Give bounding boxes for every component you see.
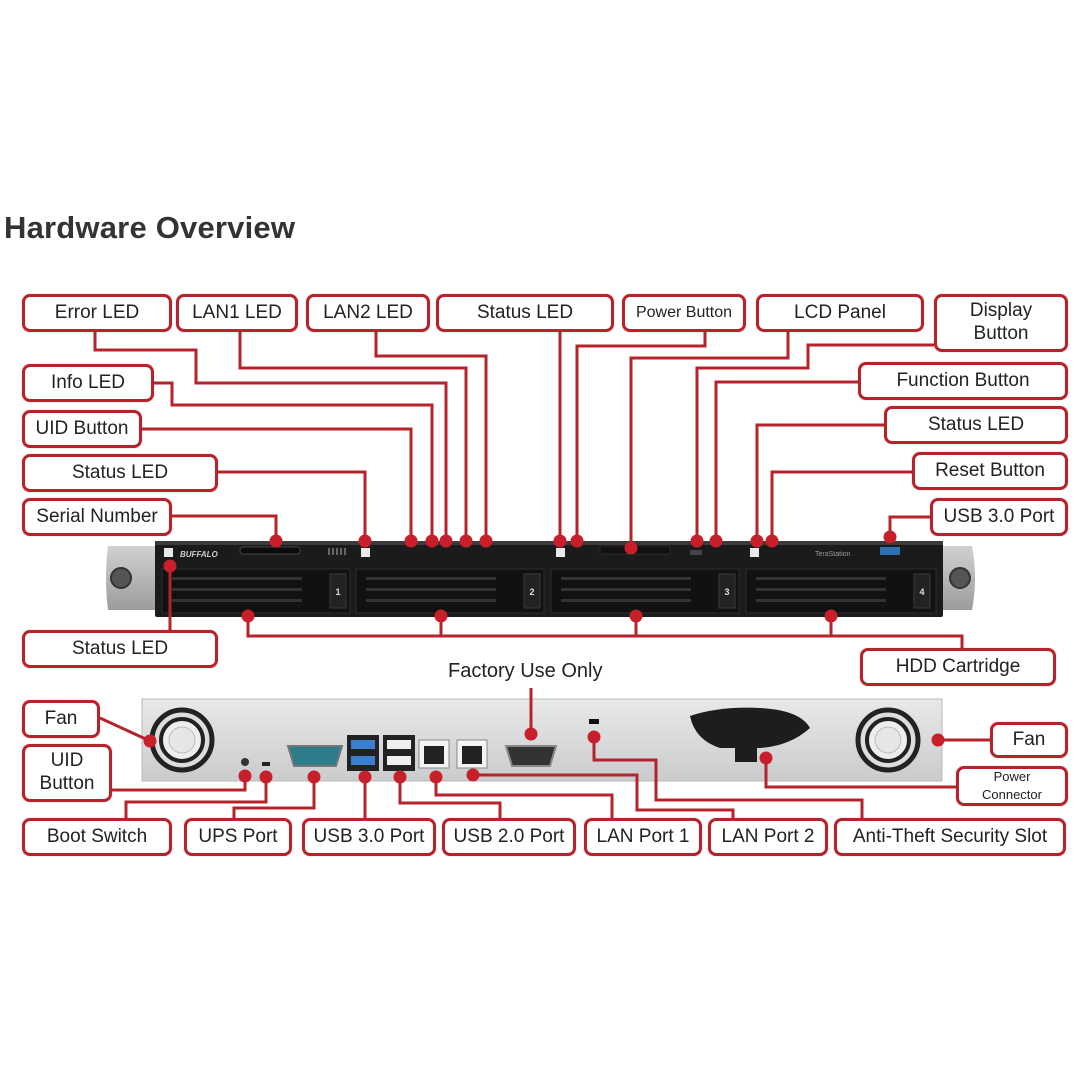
page-title: Hardware Overview xyxy=(4,210,296,245)
callout-dot xyxy=(241,609,255,623)
label-power-button: Power Button xyxy=(622,294,746,332)
callout-dot xyxy=(269,534,283,548)
label-display-button: Display Button xyxy=(934,294,1068,352)
brand-logo: BUFFALO xyxy=(180,550,219,559)
label-status-led-left: Status LED xyxy=(22,454,218,492)
label-status-led-top: Status LED xyxy=(436,294,614,332)
rear-panel xyxy=(141,698,943,782)
callout-dot xyxy=(459,534,473,548)
bay-number: 2 xyxy=(529,587,534,597)
label-lan1-led: LAN1 LED xyxy=(176,294,298,332)
label-lan-port-1: LAN Port 1 xyxy=(584,818,702,856)
connector-power-connector xyxy=(764,758,956,789)
model-name: TeraStation xyxy=(815,551,851,558)
label-anti-theft-slot: Anti-Theft Security Slot xyxy=(834,818,1066,856)
callout-dot xyxy=(358,770,372,784)
connector-display-button xyxy=(695,343,934,541)
connector-lan2-led xyxy=(374,332,488,541)
callout-dot xyxy=(824,609,838,623)
label-status-led-right: Status LED xyxy=(884,406,1068,444)
hdd-bays: 1 2 3 4 xyxy=(161,568,937,614)
label-fan-right: Fan xyxy=(990,722,1068,758)
connector-uid-button-front xyxy=(142,427,413,541)
callout-dot xyxy=(524,727,538,741)
connector-serial-number xyxy=(172,514,278,541)
callout-dot xyxy=(429,770,443,784)
callout-dot xyxy=(931,733,945,747)
callout-dot xyxy=(709,534,723,548)
connector-status-led-right xyxy=(755,423,884,541)
callout-dot xyxy=(425,534,439,548)
callout-dot xyxy=(238,769,252,783)
callout-dot xyxy=(629,609,643,623)
callout-connectors xyxy=(93,332,990,818)
connector-ups-port xyxy=(232,777,316,818)
callout-dot xyxy=(434,609,448,623)
label-lan-port-2: LAN Port 2 xyxy=(708,818,828,856)
label-status-led-bottom: Status LED xyxy=(22,630,218,668)
callout-dot xyxy=(358,534,372,548)
connector-power-button xyxy=(575,332,707,541)
callout-dot xyxy=(143,734,157,748)
factory-use-label: Factory Use Only xyxy=(448,660,603,682)
bay-number: 3 xyxy=(724,587,729,597)
label-uid-button-front: UID Button xyxy=(22,410,142,448)
callout-dot xyxy=(690,534,704,548)
connector-info-led xyxy=(154,381,434,541)
connector-anti-theft-slot xyxy=(592,737,864,818)
callout-dot xyxy=(883,530,897,544)
label-hdd-cartridge: HDD Cartridge xyxy=(860,648,1056,686)
callout-dot xyxy=(587,730,601,744)
label-fan-left: Fan xyxy=(22,700,100,738)
connector-function-button xyxy=(714,380,858,541)
callout-dot xyxy=(466,768,480,782)
label-error-led: Error LED xyxy=(22,294,172,332)
label-serial-number: Serial Number xyxy=(22,498,172,536)
bay-number: 1 xyxy=(335,587,340,597)
label-uid-button-rear: UID Button xyxy=(22,744,112,802)
connector-lan-port-2 xyxy=(473,773,735,818)
label-lan2-led: LAN2 LED xyxy=(306,294,430,332)
connector-lcd-panel xyxy=(629,332,790,548)
callout-dots xyxy=(143,530,945,784)
connector-usb20-rear xyxy=(398,777,502,818)
connector-hdd-cartridge xyxy=(246,616,964,648)
callout-dot xyxy=(439,534,453,548)
front-panel: BUFFALO TeraStation 1 2 3 xyxy=(106,541,975,617)
label-boot-switch: Boot Switch xyxy=(22,818,172,856)
connector-usb30-front xyxy=(888,515,930,537)
label-reset-button: Reset Button xyxy=(912,452,1068,490)
connector-error-led xyxy=(93,332,448,541)
label-usb30-front: USB 3.0 Port xyxy=(930,498,1068,536)
callout-dot xyxy=(624,541,638,555)
label-lcd-panel: LCD Panel xyxy=(756,294,924,332)
callout-dot xyxy=(750,534,764,548)
callout-dot xyxy=(404,534,418,548)
callout-dot xyxy=(307,770,321,784)
callout-dot xyxy=(163,559,177,573)
label-ups-port: UPS Port xyxy=(184,818,292,856)
callout-dot xyxy=(553,534,567,548)
label-power-connector: Power Connector xyxy=(956,766,1068,806)
callout-dot xyxy=(479,534,493,548)
label-usb20-rear: USB 2.0 Port xyxy=(442,818,576,856)
callout-dot xyxy=(759,751,773,765)
connector-lan-port-1 xyxy=(434,777,614,818)
connector-status-led-left xyxy=(218,470,367,541)
label-function-button: Function Button xyxy=(858,362,1068,400)
connector-fan-left xyxy=(99,716,151,743)
connector-boot-switch xyxy=(124,777,268,818)
bay-number: 4 xyxy=(919,587,924,597)
callout-dot xyxy=(765,534,779,548)
callout-dot xyxy=(393,770,407,784)
label-info-led: Info LED xyxy=(22,364,154,402)
connector-lan1-led xyxy=(238,332,468,541)
label-usb30-rear: USB 3.0 Port xyxy=(302,818,436,856)
callout-dot xyxy=(570,534,584,548)
callout-dot xyxy=(259,770,273,784)
connector-reset-button xyxy=(770,470,912,541)
